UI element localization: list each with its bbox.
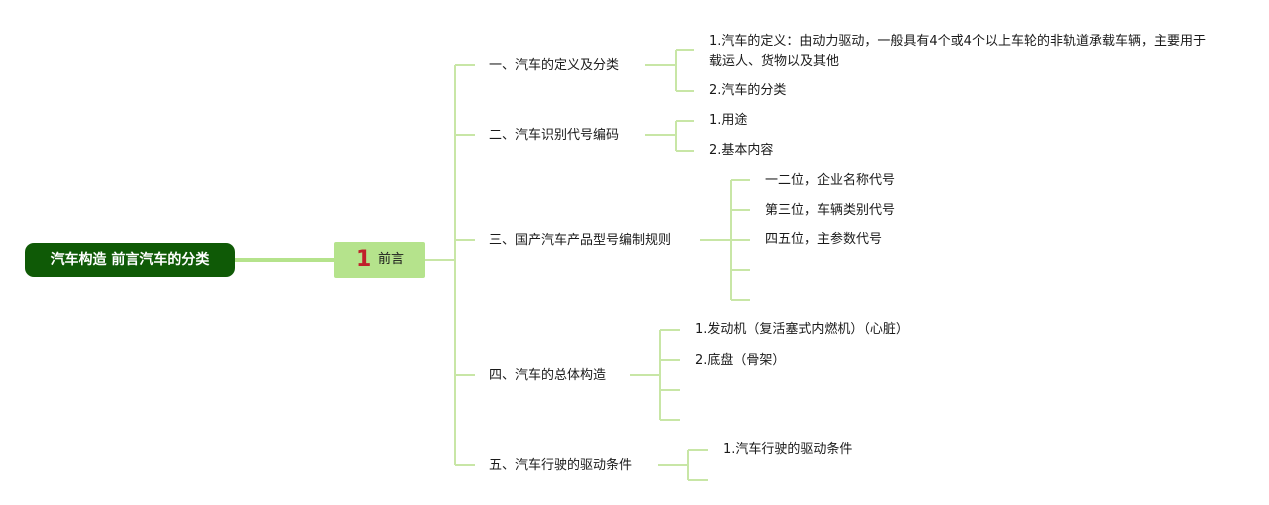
- leaf-node-2-2[interactable]: 2.基本内容: [709, 143, 774, 158]
- leaf-node-3-3[interactable]: 四五位，主参数代号: [765, 232, 883, 247]
- leaf-node-3-1[interactable]: 一二位，企业名称代号: [765, 173, 896, 188]
- section-node-2[interactable]: 二、汽车识别代号编码: [489, 128, 620, 143]
- main-topic-label: 前言: [378, 252, 405, 267]
- section-node-4[interactable]: 四、汽车的总体构造: [489, 368, 607, 383]
- section-node-1[interactable]: 一、汽车的定义及分类: [489, 58, 620, 73]
- main-topic-node[interactable]: 1 前言: [334, 242, 425, 278]
- section-node-5[interactable]: 五、汽车行驶的驱动条件: [489, 458, 633, 473]
- leaf-node-3-2[interactable]: 第三位，车辆类别代号: [765, 203, 896, 218]
- leaf-node-4-2[interactable]: 2.底盘（骨架）: [695, 353, 786, 368]
- priority-one-icon: 1: [356, 247, 372, 272]
- root-node[interactable]: 汽车构造 前言汽车的分类: [25, 243, 235, 277]
- leaf-node-4-1[interactable]: 1.发动机（复活塞式内燃机）（心脏）: [695, 322, 909, 337]
- leaf-node-1-2[interactable]: 2.汽车的分类: [709, 83, 787, 98]
- leaf-node-2-1[interactable]: 1.用途: [709, 113, 748, 128]
- leaf-node-1-1[interactable]: 1.汽车的定义：由动力驱动，一般具有4个或4个以上车轮的非轨道承载车辆，主要用于…: [709, 34, 1206, 69]
- leaf-node-5-1[interactable]: 1.汽车行驶的驱动条件: [723, 442, 853, 457]
- root-node-label: 汽车构造 前言汽车的分类: [50, 252, 210, 268]
- section-node-3[interactable]: 三、国产汽车产品型号编制规则: [489, 233, 672, 248]
